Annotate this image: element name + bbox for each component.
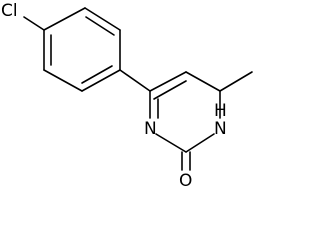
benzene-ring xyxy=(43,7,121,92)
bond-aryl-pyrimidine xyxy=(119,69,151,92)
atom-nitrogen-ring: N xyxy=(144,119,157,139)
double-bond-inner-top xyxy=(85,16,115,36)
bond-c4-c5 xyxy=(81,69,121,92)
bond-n1-c2 xyxy=(185,133,215,153)
pyrimidine-ring xyxy=(149,71,221,153)
bond-c5-c6 xyxy=(43,69,83,92)
atom-oxygen: O xyxy=(179,171,192,191)
atom-chlorine: Cl xyxy=(1,1,18,21)
bond-c2-c3 xyxy=(84,7,121,31)
double-bond-c5-c6 xyxy=(153,80,187,100)
bond-c-cl xyxy=(23,16,45,31)
atom-hydrogen: H xyxy=(214,101,227,121)
structure-diagram: Cl N N H O xyxy=(1,1,253,191)
bond-c4-c5-ring xyxy=(149,71,187,92)
bond-c5-c6-ring xyxy=(185,71,221,92)
bond-methyl xyxy=(219,71,253,92)
atom-nitrogen-h: N xyxy=(214,119,227,139)
bond-c1-c2 xyxy=(43,7,86,31)
double-bond-inner-bottom xyxy=(81,65,113,84)
bond-c2-n3 xyxy=(155,133,187,153)
